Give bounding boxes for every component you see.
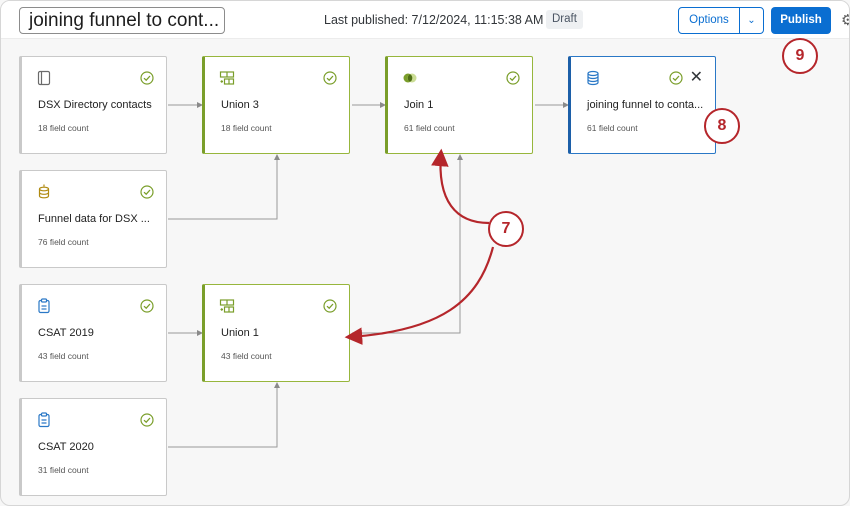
directory-icon — [37, 70, 51, 86]
node-name: DSX Directory contacts — [38, 99, 152, 111]
check-icon — [140, 413, 154, 427]
options-button[interactable]: Options — [678, 7, 740, 34]
union-icon — [219, 299, 235, 313]
callout-badge-8: 8 — [704, 108, 740, 144]
database-icon — [587, 70, 599, 86]
node-field-count: 61 field count — [587, 123, 638, 133]
check-icon — [140, 185, 154, 199]
node-field-count: 18 field count — [38, 123, 89, 133]
check-icon — [140, 299, 154, 313]
node-name: Union 3 — [221, 99, 259, 111]
node-field-count: 31 field count — [38, 465, 89, 475]
callout-badge-9: 9 — [782, 38, 818, 74]
node-dsx-directory-contacts[interactable]: DSX Directory contacts 18 field count — [19, 56, 167, 154]
check-icon — [506, 71, 520, 85]
check-icon — [323, 71, 337, 85]
status-badge: Draft — [546, 10, 583, 29]
dataflow-title-input[interactable]: joining funnel to cont... — [19, 7, 225, 34]
node-union-3[interactable]: Union 3 18 field count — [202, 56, 350, 154]
last-published-text: Last published: 7/12/2024, 11:15:38 AM — [324, 13, 544, 27]
node-funnel-data[interactable]: Funnel data for DSX ... 76 field count — [19, 170, 167, 268]
close-icon[interactable]: ✕ — [689, 69, 703, 86]
node-field-count: 18 field count — [221, 123, 272, 133]
survey-icon — [38, 298, 50, 314]
node-name: CSAT 2020 — [38, 441, 94, 453]
callout-badge-7: 7 — [488, 211, 524, 247]
chevron-down-icon: ⌄ — [747, 15, 756, 26]
node-field-count: 43 field count — [221, 351, 272, 361]
survey-icon — [38, 412, 50, 428]
dataset-icon — [38, 184, 50, 199]
connector-line — [168, 382, 280, 448]
node-csat-2020[interactable]: CSAT 2020 31 field count — [19, 398, 167, 496]
node-name: Union 1 — [221, 327, 259, 339]
node-csat-2019[interactable]: CSAT 2019 43 field count — [19, 284, 167, 382]
annotation-arrow — [344, 246, 495, 345]
node-output-dataset[interactable]: ✕ joining funnel to conta... 61 field co… — [568, 56, 716, 154]
publish-button[interactable]: Publish — [771, 7, 831, 34]
annotation-arrow — [431, 148, 490, 225]
gear-icon[interactable]: ⚙ — [841, 11, 849, 29]
options-dropdown-button[interactable]: ⌄ — [739, 7, 764, 34]
toolbar: joining funnel to cont... Last published… — [1, 1, 849, 39]
node-join-1[interactable]: Join 1 61 field count — [385, 56, 533, 154]
node-name: Funnel data for DSX ... — [38, 213, 150, 225]
check-icon — [140, 71, 154, 85]
node-field-count: 76 field count — [38, 237, 89, 247]
connector-line — [168, 154, 280, 220]
node-name: CSAT 2019 — [38, 327, 94, 339]
check-icon — [669, 71, 683, 85]
node-field-count: 61 field count — [404, 123, 455, 133]
join-icon — [403, 73, 417, 83]
union-icon — [219, 71, 235, 85]
check-icon — [323, 299, 337, 313]
node-name: Join 1 — [404, 99, 434, 111]
node-name: joining funnel to conta... — [587, 99, 704, 111]
node-field-count: 43 field count — [38, 351, 89, 361]
